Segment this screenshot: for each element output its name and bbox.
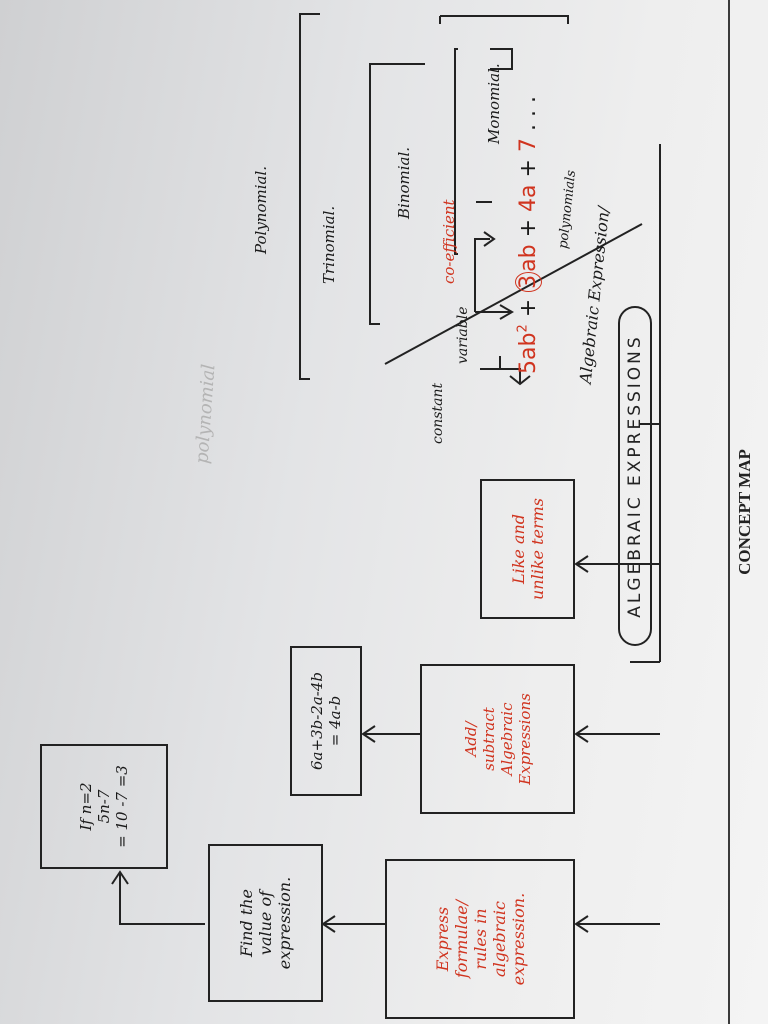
branch-line: expression. [508, 892, 528, 986]
expr-plus: + [516, 218, 541, 238]
expr-term1-exponent: 2 [515, 324, 531, 333]
branch-line: Add/ [461, 721, 480, 757]
branch-line: Express [432, 906, 452, 972]
expr-plus: + [516, 298, 541, 318]
branch-like-unlike-terms: Like and unlike terms [480, 479, 575, 619]
expr-term2: ab [516, 244, 541, 272]
branch-line: Expressions [515, 693, 534, 785]
branch-line: rules in [470, 908, 490, 970]
branch-line: subtract [479, 707, 498, 771]
find-value-box: Find the value of expression. [208, 844, 323, 1002]
find-value-line: expression. [275, 876, 294, 970]
example-simplification-box: 6a+3b-2a-4b = 4a-b [290, 646, 362, 796]
branch-express-formulae: Express formulae/ rules in algebraic exp… [385, 859, 575, 1019]
branch-line: algebraic [489, 901, 509, 977]
label-coefficient: co-efficient [440, 199, 458, 284]
label-binomial: Binomial. [395, 146, 413, 219]
value-example-line: If n=2 [77, 782, 95, 831]
find-value-line: Find the [237, 888, 256, 958]
expr-dots: . . . [516, 96, 541, 132]
branch-add-subtract: Add/ subtract Algebraic Expressions [420, 664, 575, 814]
label-variable: variable [455, 306, 471, 365]
example-line: = 4a-b [326, 695, 344, 747]
label-trinomial: Trinomial. [320, 205, 338, 284]
header-rule [728, 0, 730, 1024]
value-example-line: = 10 -7 =3 [113, 765, 131, 848]
expr-term4: 7 [516, 138, 541, 153]
expr-term3: 4a [516, 184, 541, 212]
expr-plus: + [516, 159, 541, 178]
branch-line: Algebraic [497, 702, 516, 776]
branch-line: Like and [508, 513, 528, 585]
label-constant: constant [430, 382, 446, 444]
value-example-line: 5n-7 [95, 789, 113, 824]
central-node: ALGEBRAIC EXPRESSIONS [618, 306, 652, 646]
example-line: 6a+3b-2a-4b [308, 672, 326, 770]
label-polynomial: Polynomial. [252, 165, 270, 254]
label-monomial: Monomial. [485, 63, 503, 144]
branch-line: unlike terms [527, 497, 547, 601]
branch-line: formulae/ [451, 899, 471, 979]
sample-expression: 5ab2 + 3ab + 4a + 7 . . . [515, 96, 542, 374]
central-node-label: ALGEBRAIC EXPRESSIONS [625, 334, 645, 618]
find-value-line: value of [256, 890, 275, 956]
value-example-box: If n=2 5n-7 = 10 -7 =3 [40, 744, 168, 869]
coefficient-circle: 3 [515, 271, 542, 292]
expr-term1: 5ab [516, 332, 541, 374]
